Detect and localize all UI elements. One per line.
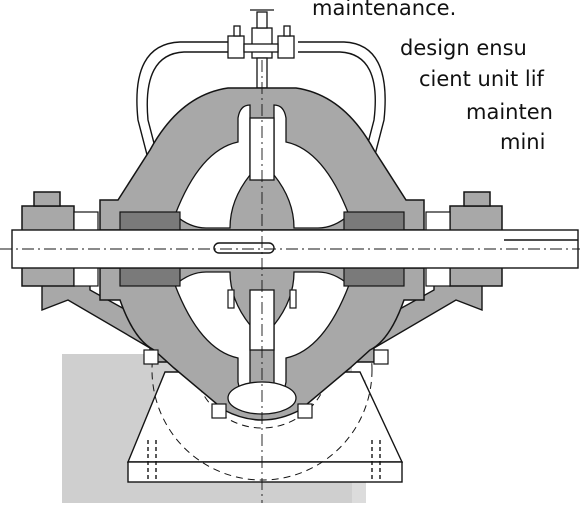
valve-assembly (227, 9, 295, 89)
body-text-line-1: maintenance. (312, 0, 457, 20)
casing-bolts (143, 289, 389, 419)
body-text-line-4: mainten (466, 100, 553, 124)
body-text-line-3: cient unit lif (419, 67, 544, 91)
body-text-line-2: design ensu (400, 36, 527, 60)
center-lines (0, 60, 580, 503)
bypass-pipe-loop (136, 41, 386, 206)
body-text-line-5: mini (500, 130, 546, 154)
